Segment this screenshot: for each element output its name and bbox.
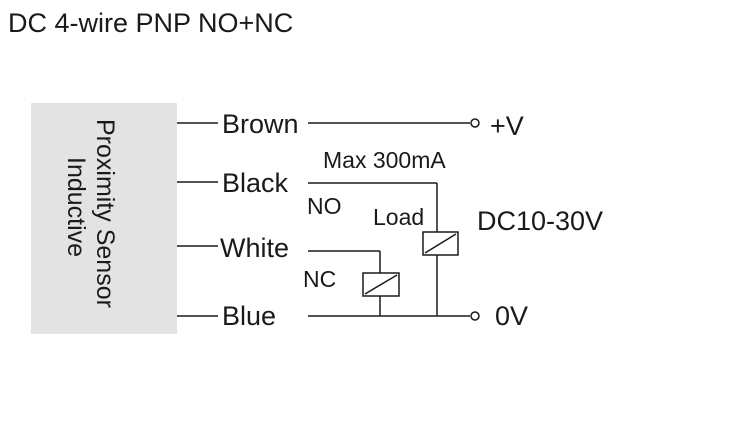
sensor-label-line1: Proximity Sensor xyxy=(91,119,119,308)
no-load-box xyxy=(422,231,459,256)
nc-load-diagonal xyxy=(364,274,398,295)
no-load-diagonal xyxy=(424,233,457,254)
diagram-title: DC 4-wire PNP NO+NC xyxy=(8,8,294,38)
wire-label-black: Black xyxy=(222,168,289,198)
sensor-label-line2: Inductive xyxy=(62,157,90,257)
nc-load-box xyxy=(362,272,400,297)
wire-label-blue: Blue xyxy=(222,301,276,331)
supply-voltage-label: DC10-30V xyxy=(477,206,603,236)
positive-terminal-label: +V xyxy=(490,111,524,141)
wire-label-brown: Brown xyxy=(222,109,299,139)
load-label: Load xyxy=(373,204,424,230)
positive-terminal xyxy=(470,118,480,128)
no-label: NO xyxy=(307,193,342,219)
wire-label-white: White xyxy=(220,233,289,263)
max-current-label: Max 300mA xyxy=(323,147,446,173)
ground-terminal xyxy=(470,311,480,321)
ground-terminal-label: 0V xyxy=(495,301,528,331)
sensor-body xyxy=(31,103,177,334)
nc-label: NC xyxy=(303,266,336,292)
